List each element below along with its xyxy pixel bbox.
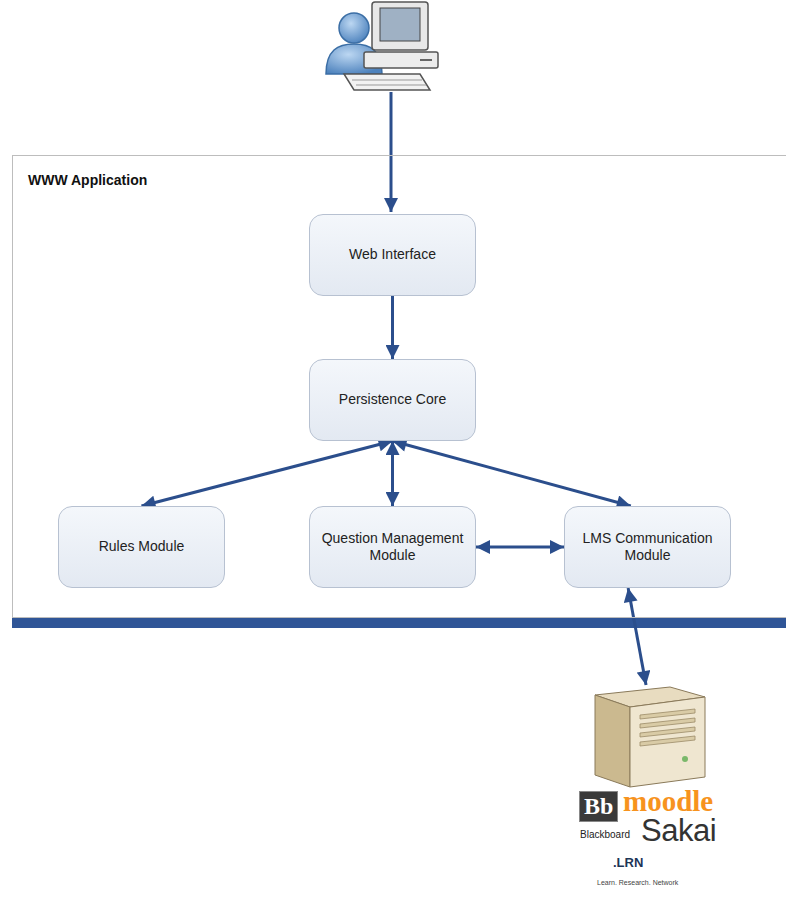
- drive-bay: [640, 718, 695, 728]
- box-label: LMS Communication Module: [575, 530, 720, 565]
- connector-arrow: [142, 441, 393, 506]
- base-bar: [12, 618, 786, 628]
- logo-mark: Bb: [579, 791, 618, 822]
- connector-arrow: [476, 546, 564, 549]
- module-box: Rules Module: [58, 506, 225, 588]
- module-box: LMS Communication Module: [564, 506, 731, 588]
- drive-bay: [640, 727, 695, 737]
- process-box: Persistence Core: [309, 359, 476, 441]
- application-frame: WWW ApplicationWeb InterfacePersistence …: [12, 155, 786, 618]
- box-label: Question Management Module: [320, 530, 465, 565]
- connector-arrow: [393, 441, 631, 506]
- server-front: [630, 697, 705, 787]
- box-label: Rules Module: [99, 538, 185, 556]
- drive-bay: [640, 736, 695, 746]
- server-tower: [595, 687, 705, 787]
- module-box: Question Management Module: [309, 506, 476, 588]
- connector-arrow: [391, 296, 394, 359]
- power-light: [682, 756, 688, 762]
- logo-text: Sakai: [641, 813, 716, 849]
- box-label: Persistence Core: [339, 391, 446, 409]
- server-illustration: [575, 685, 760, 789]
- logo-caption: Blackboard: [580, 829, 630, 840]
- user-arrow: [390, 92, 393, 212]
- computer-icon: [344, 2, 438, 90]
- frame-title: WWW Application: [28, 172, 147, 188]
- connector-arrow: [628, 588, 646, 685]
- drive-bay: [640, 709, 695, 719]
- process-box: Web Interface: [309, 214, 476, 296]
- connector-arrow: [391, 441, 394, 506]
- box-label: Web Interface: [349, 246, 436, 264]
- server-side: [595, 695, 630, 787]
- logo-text: .LRN: [613, 855, 643, 870]
- logo-caption: Learn. Research. Network: [597, 879, 678, 886]
- lms-server: BbmoodleBlackboardSakai.LRNLearn. Resear…: [575, 685, 760, 899]
